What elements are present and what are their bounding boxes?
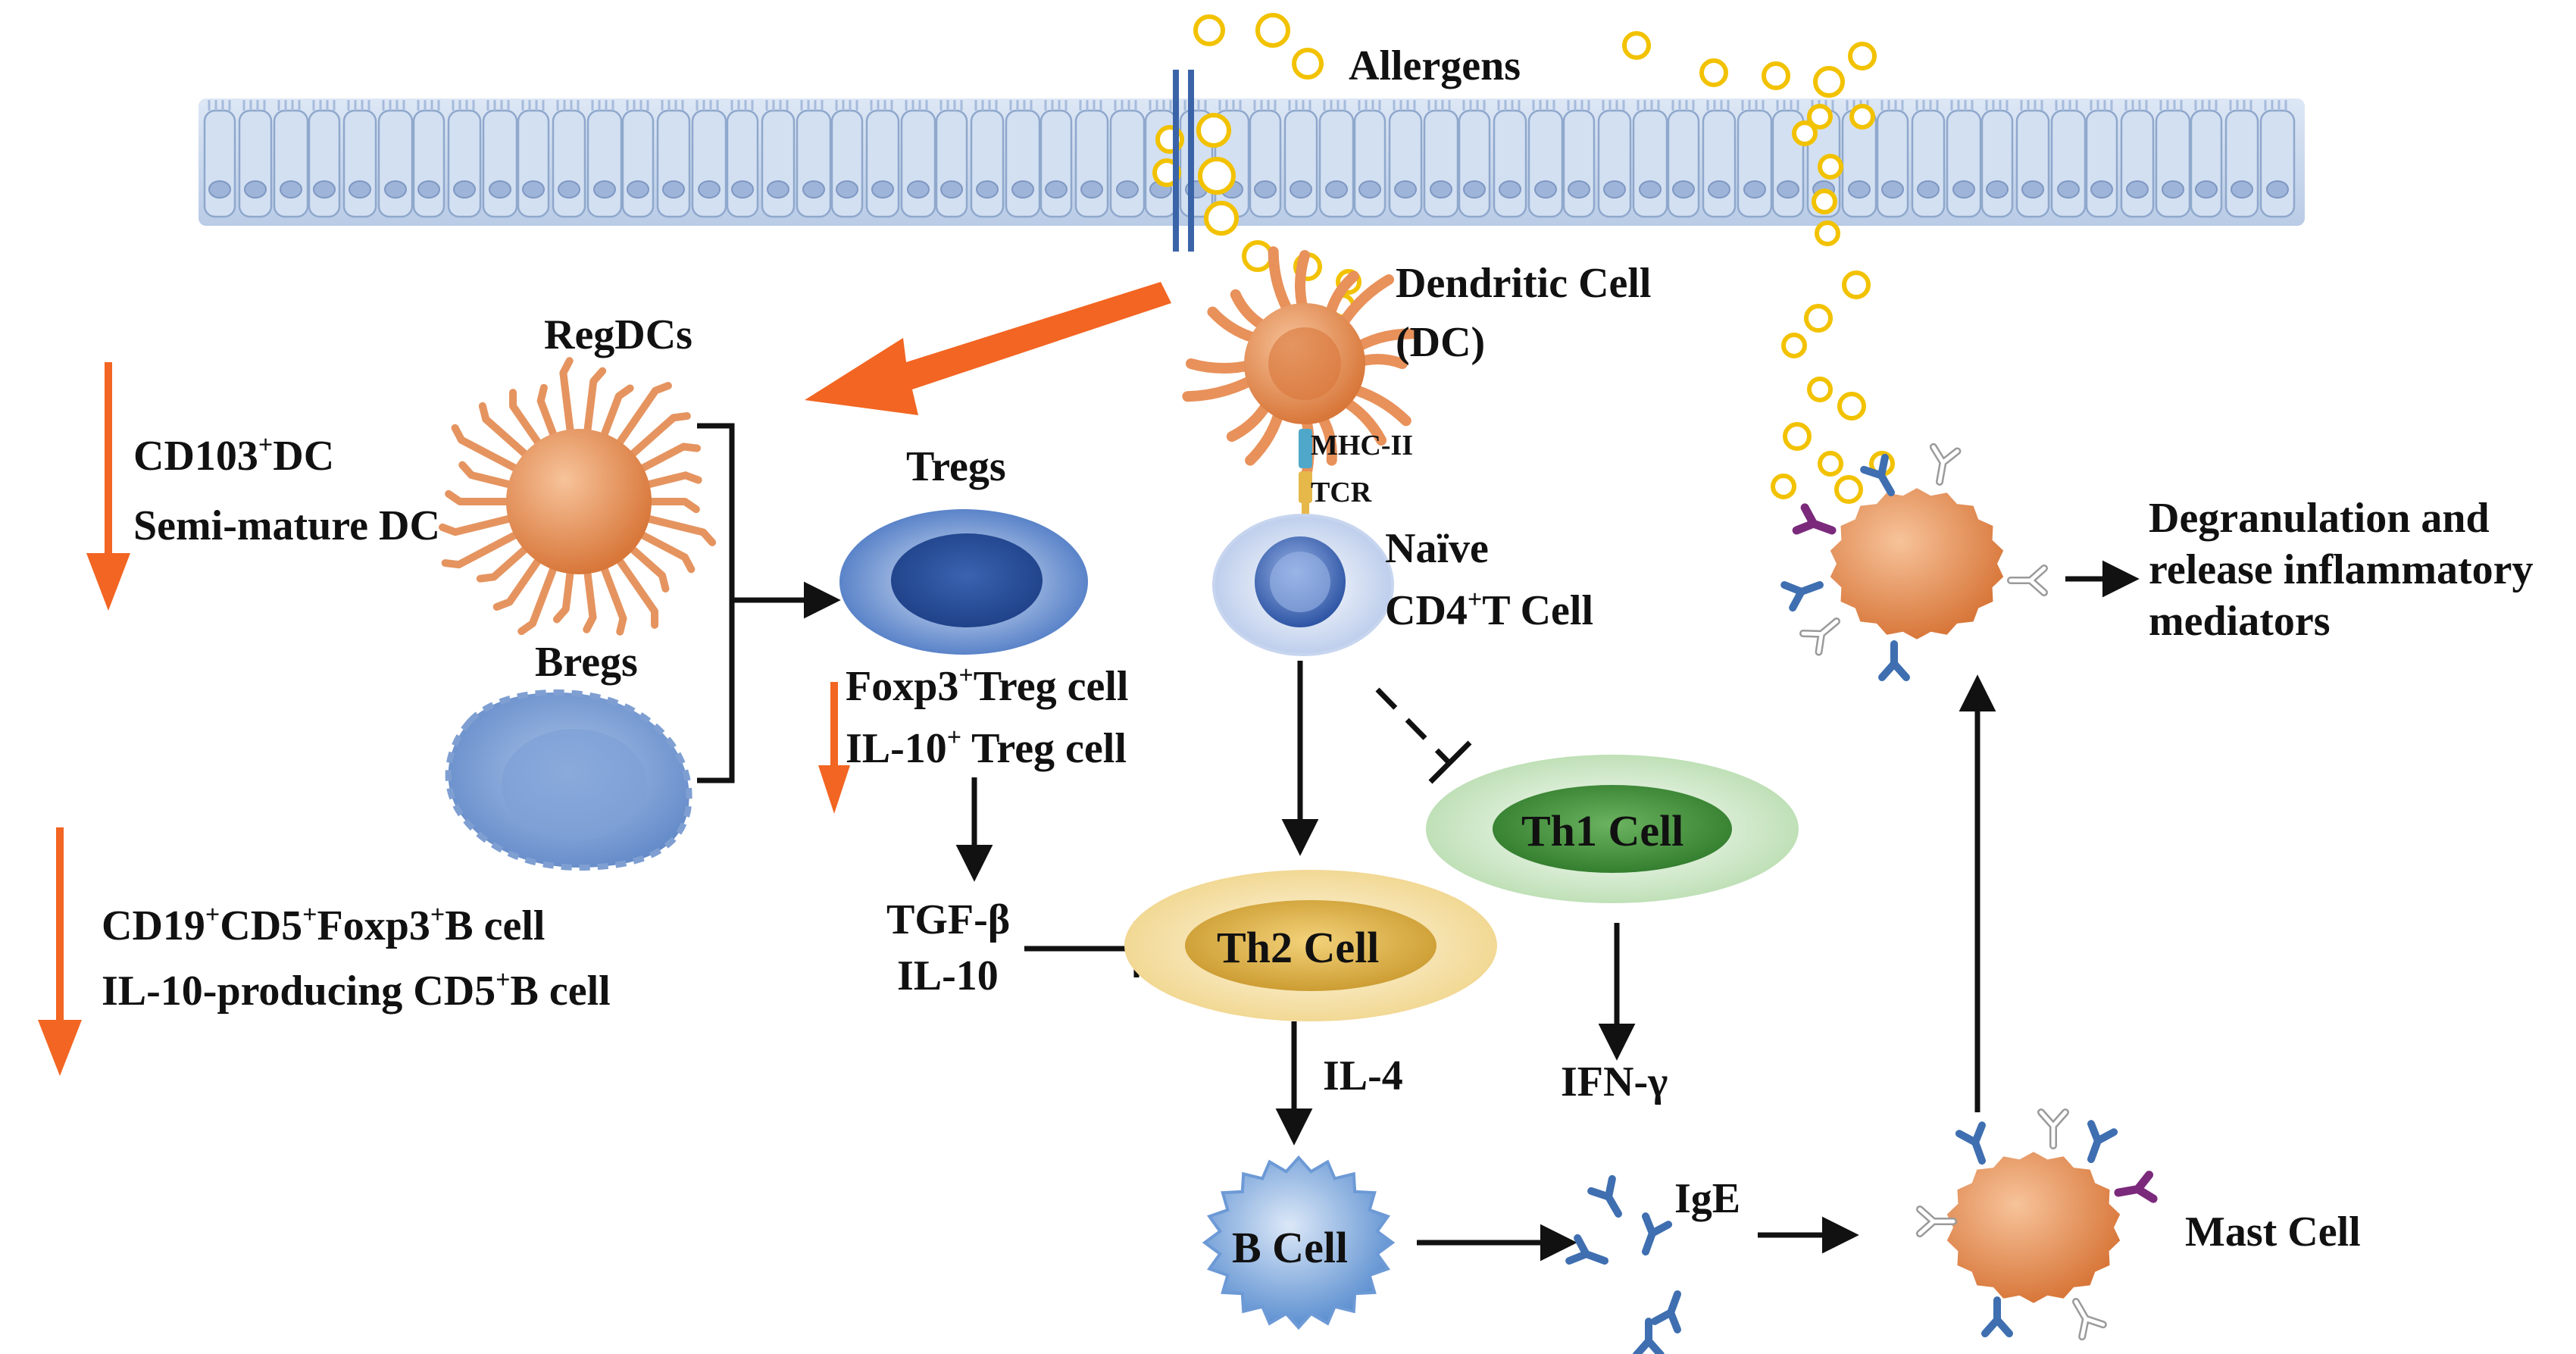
cytokine-inhibits-th2 <box>1024 921 1140 977</box>
mhc-tcr-connector <box>1299 429 1312 524</box>
th2-cell-icon <box>1124 870 1497 1021</box>
allergens-label: Allergens <box>1349 42 1521 89</box>
naive-label-2: CD4+T Cell <box>1385 586 1593 634</box>
decrease-arrow-icon <box>818 682 850 814</box>
th2-label: Th2 Cell <box>1217 923 1379 972</box>
dendritic-cell-label-2: (DC) <box>1396 319 1485 366</box>
bregs-title: Bregs <box>535 639 638 686</box>
ifng-label: IFN-γ <box>1561 1058 1668 1105</box>
bcell-label: B Cell <box>1232 1223 1348 1272</box>
decrease-arrow-icon <box>86 362 130 611</box>
il10-label: IL-10 <box>897 952 999 999</box>
naive-t-cell-icon <box>1212 514 1394 656</box>
regdc-cell-icon <box>439 357 717 636</box>
dendritic-cell-label-1: Dendritic Cell <box>1396 260 1651 307</box>
degranulation-label-3: mediators <box>2149 598 2331 645</box>
regdc-cd103-label: CD103+DC <box>133 431 334 480</box>
epithelium-layer <box>199 99 2305 226</box>
breg-il10-label: IL-10-producing CD5+B cell <box>102 966 611 1015</box>
naive-inhibits-th1 <box>1375 687 1472 784</box>
tgfb-label: TGF-β <box>886 896 1010 943</box>
dendritic-cell-icon <box>1182 246 1418 488</box>
activated-mast-cell-icon <box>1784 447 2044 677</box>
regdcs-title: RegDCs <box>544 311 692 358</box>
th1-label: Th1 Cell <box>1521 806 1683 855</box>
th1-cell-icon <box>1426 755 1799 903</box>
mast-cell-label: Mast Cell <box>2185 1209 2361 1255</box>
tregs-title: Tregs <box>906 443 1006 490</box>
tcr-label: TCR <box>1311 477 1372 508</box>
degranulation-label-2: release inflammatory <box>2149 546 2533 593</box>
regdc-semimature-label: Semi-mature DC <box>133 502 440 549</box>
decrease-arrow-icon <box>38 827 82 1076</box>
treg-foxp3-label: Foxp3+Treg cell <box>846 661 1128 710</box>
mast-cell-icon <box>1920 1112 2153 1337</box>
b-cell-icon <box>1202 1155 1396 1331</box>
ige-antibody-icon <box>1569 1179 1689 1354</box>
ige-label: IgE <box>1674 1175 1740 1222</box>
mhc-label: MHC-II <box>1311 430 1413 461</box>
naive-label-1: Naïve <box>1385 525 1489 572</box>
treg-il10-label: IL-10+ Treg cell <box>846 724 1127 772</box>
barrier-channel <box>1173 70 1194 252</box>
breg-cell-icon <box>445 689 692 871</box>
regdc-breg-bracket <box>697 423 841 783</box>
dc-to-regdc-arrow <box>805 282 1171 415</box>
breg-cd19-label: CD19+CD5+Foxp3+B cell <box>102 901 545 949</box>
allergen-particles <box>1152 13 1895 504</box>
treg-cell-icon <box>839 509 1088 655</box>
degranulation-label-1: Degranulation and <box>2149 495 2490 542</box>
il4-label: IL-4 <box>1323 1052 1403 1099</box>
